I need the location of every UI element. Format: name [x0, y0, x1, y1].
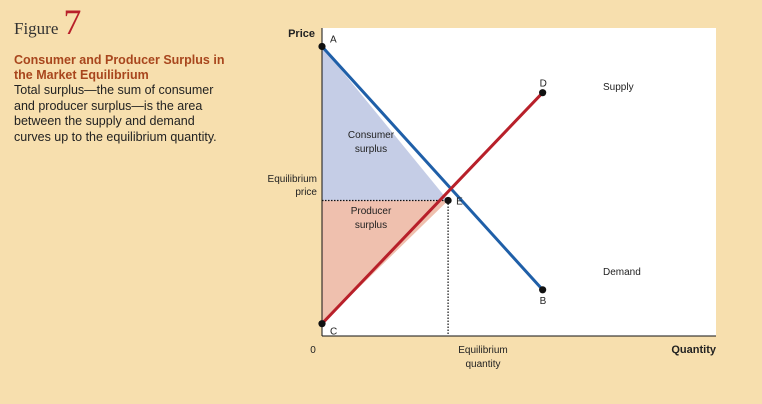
figure-description: Total surplus—the sum of consumer and pr…	[14, 83, 217, 144]
producer-surplus-label-line2: surplus	[355, 220, 387, 231]
point-c	[318, 320, 326, 328]
producer-surplus-label-line1: Producer	[351, 206, 392, 217]
point-label-a: A	[330, 34, 337, 45]
supply-curve-label: Supply	[603, 82, 634, 93]
point-label-c: C	[330, 327, 337, 338]
equilibrium-price-label-line2: price	[295, 187, 317, 198]
point-e	[444, 196, 452, 205]
point-d	[539, 89, 547, 97]
producer-surplus-region	[322, 200, 449, 324]
demand-curve-label: Demand	[603, 267, 641, 278]
x-axis-label: Quantity	[671, 344, 716, 356]
consumer-surplus-label-line2: surplus	[355, 144, 387, 155]
point-label-e: E	[456, 196, 463, 207]
y-axis-label: Price	[288, 28, 315, 40]
consumer-surplus-label-line1: Consumer	[348, 130, 395, 141]
figure-label: Figure	[14, 19, 59, 38]
equilibrium-quantity-label-line1: Equilibrium	[458, 345, 507, 356]
consumer-surplus-region	[322, 46, 449, 201]
point-layer: A B C D E	[318, 34, 547, 338]
figure-heading: Figure 7	[14, 4, 81, 40]
point-b	[539, 286, 547, 294]
figure-number: 7	[63, 2, 82, 42]
supply-curve	[320, 91, 544, 325]
point-label-d: D	[540, 79, 547, 90]
demand-curve	[320, 45, 544, 291]
figure-title: Consumer and Producer Surplus in the Mar…	[14, 53, 225, 82]
equilibrium-price-label-line1: Equilibrium	[268, 174, 317, 185]
origin-label: 0	[310, 345, 316, 356]
point-a	[318, 42, 326, 51]
point-label-b: B	[540, 296, 547, 307]
figure-caption: Consumer and Producer Surplus in the Mar…	[14, 53, 229, 145]
equilibrium-quantity-label-line2: quantity	[465, 359, 500, 370]
